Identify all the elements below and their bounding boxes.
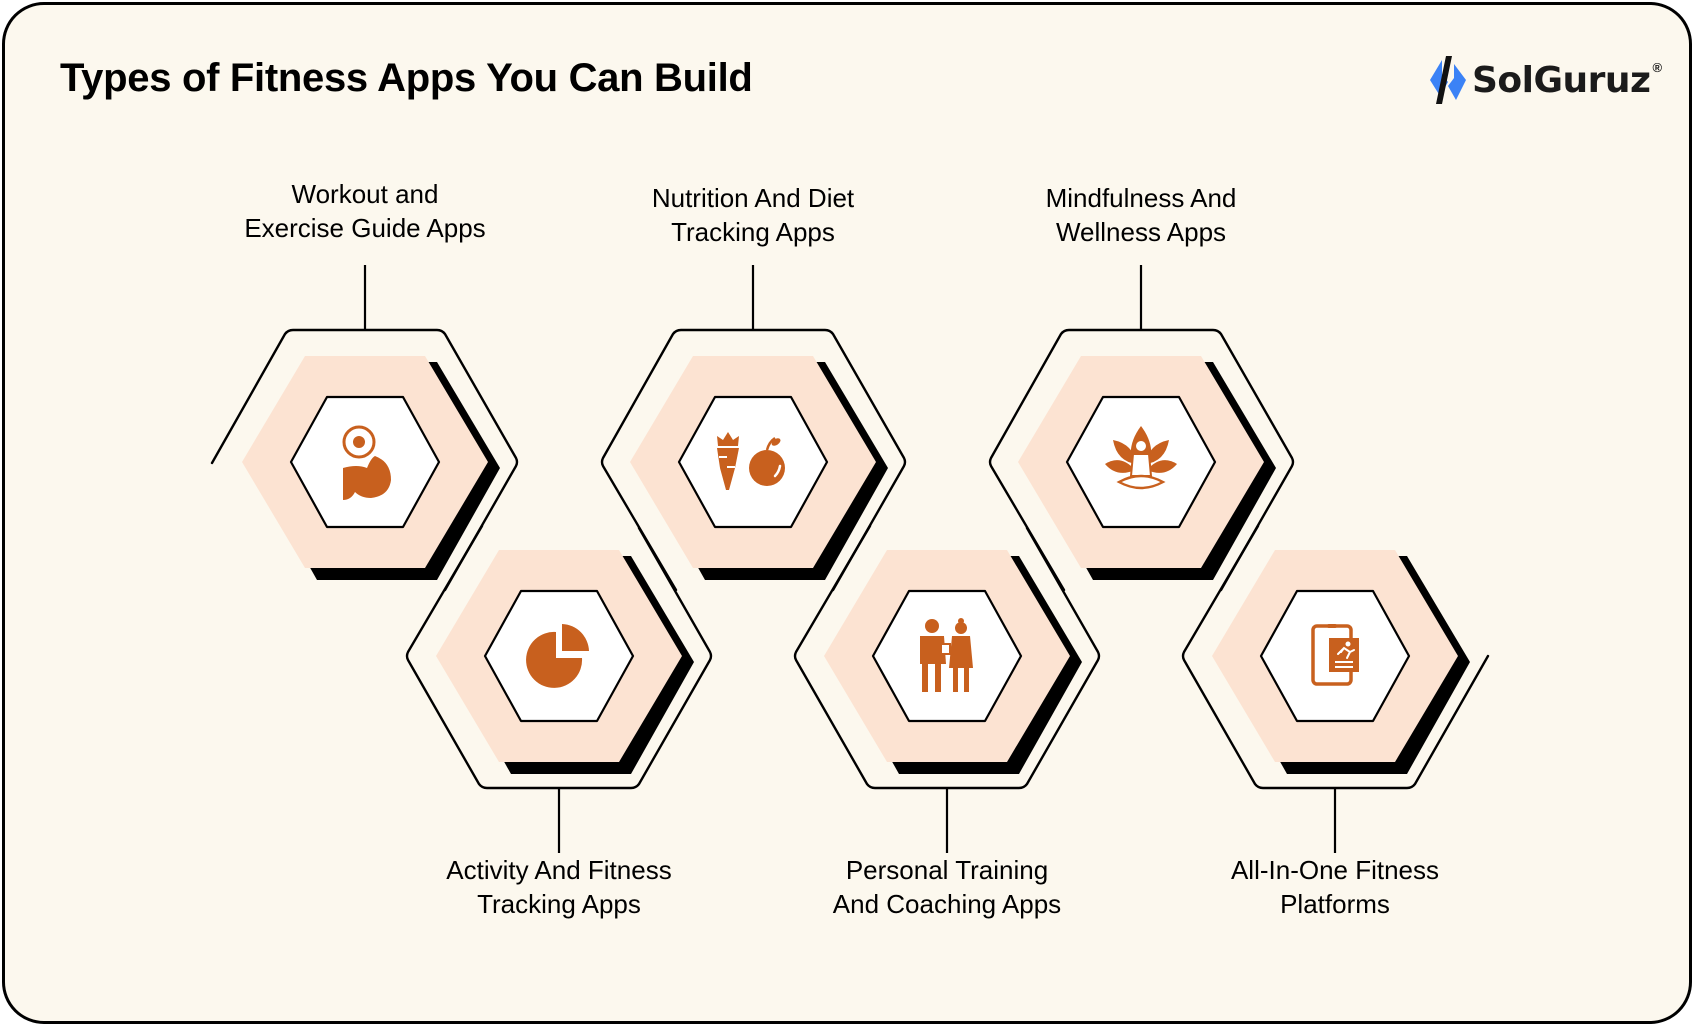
label-activity: Activity And Fitness Tracking Apps	[399, 853, 719, 921]
label-line: Nutrition And Diet	[651, 183, 855, 213]
label-workout: Workout and Exercise Guide Apps	[205, 177, 525, 245]
hex-cell-all-in-one	[1212, 550, 1470, 774]
lotus-meditation-icon	[1105, 426, 1177, 490]
hex-cell-activity	[436, 550, 694, 774]
trainer-client-icon	[920, 618, 973, 692]
phone-running-card-icon	[1311, 624, 1359, 686]
label-line: All-In-One Fitness	[1230, 855, 1440, 885]
hex-cell-personal-training	[824, 550, 1082, 774]
label-nutrition: Nutrition And Diet Tracking Apps	[593, 181, 913, 249]
page-title: Types of Fitness Apps You Can Build	[60, 56, 753, 100]
connector-lines	[363, 265, 1337, 853]
label-line: Mindfulness And	[1045, 183, 1237, 213]
label-line: Activity And Fitness	[446, 855, 672, 885]
label-all-in-one: All-In-One Fitness Platforms	[1175, 853, 1495, 921]
flexed-arm-dumbbell-icon	[342, 425, 391, 500]
solguruz-mark-icon	[1430, 56, 1466, 104]
label-personal-training: Personal Training And Coaching Apps	[787, 853, 1107, 921]
label-line: And Coaching Apps	[832, 889, 1062, 919]
label-line: Workout and	[291, 179, 439, 209]
label-line: Exercise Guide Apps	[244, 213, 486, 243]
label-line: Personal Training	[845, 855, 1049, 885]
hex-cell-nutrition	[630, 356, 888, 580]
brand-name: SolGuruz	[1472, 59, 1651, 101]
hex-cell-mindfulness	[1018, 356, 1276, 580]
label-line: Wellness Apps	[1055, 217, 1227, 247]
outer-outline	[210, 328, 1490, 790]
label-line: Tracking Apps	[671, 217, 835, 247]
label-mindfulness: Mindfulness And Wellness Apps	[981, 181, 1301, 249]
hex-cell-workout	[242, 356, 500, 580]
brand-logo: SolGuruz ®	[1428, 52, 1662, 108]
label-line: Tracking Apps	[477, 889, 641, 919]
label-line: Platforms	[1280, 889, 1390, 919]
carrot-apple-icon	[717, 432, 785, 490]
pie-chart-icon	[526, 624, 589, 688]
registered-mark: ®	[1652, 60, 1663, 75]
